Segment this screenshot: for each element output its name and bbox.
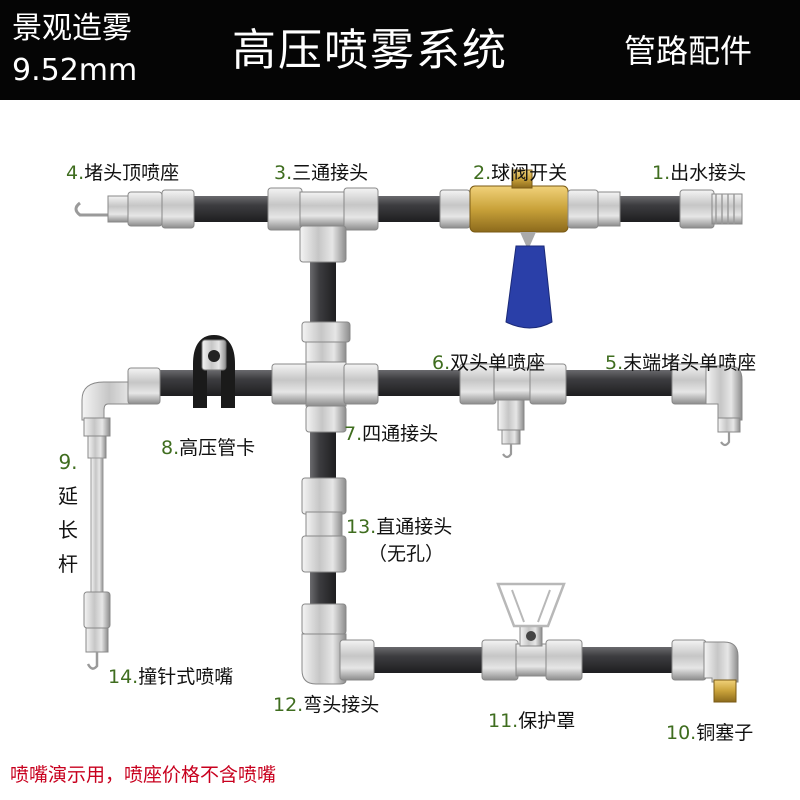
label-extension-rod: 9. 延 长 杆 xyxy=(56,445,80,581)
label-outlet-connector: 1.出水接头 xyxy=(652,158,746,185)
ball-valve-fitting xyxy=(440,170,620,328)
label-plug-top-nozzle-seat: 4.堵头顶喷座 xyxy=(66,158,179,185)
protective-cover-fitting xyxy=(482,584,582,680)
label-ball-valve: 2.球阀开关 xyxy=(473,158,567,185)
label-pipe-clamp: 8.高压管卡 xyxy=(161,433,255,460)
brass-plug-fitting xyxy=(672,640,738,702)
double-head-nozzle-seat-fitting xyxy=(460,364,566,457)
label-protective-cover: 11.保护罩 xyxy=(488,706,575,733)
elbow-connector-fitting xyxy=(302,604,374,684)
end-plug-nozzle-seat-fitting xyxy=(672,364,742,445)
label-tee-fitting: 3.三通接头 xyxy=(274,158,368,185)
cross-fitting xyxy=(272,322,378,432)
label-end-plug-nozzle-seat: 5.末端堵头单喷座 xyxy=(605,348,756,375)
straight-connector-fitting xyxy=(302,478,346,572)
extension-rod-fitting xyxy=(82,368,160,669)
label-straight-connector: 13.直通接头 xyxy=(346,512,452,539)
plug-top-nozzle-seat-fitting xyxy=(76,190,194,228)
label-elbow-connector: 12.弯头接头 xyxy=(273,690,379,717)
label-brass-plug: 10.铜塞子 xyxy=(666,718,753,745)
outlet-connector-fitting xyxy=(680,190,742,228)
label-straight-connector-note: （无孔） xyxy=(368,539,444,566)
label-double-head-nozzle-seat: 6.双头单喷座 xyxy=(432,348,545,375)
label-striker-nozzle: 14.撞针式喷嘴 xyxy=(108,662,233,689)
valve-handle-icon xyxy=(506,246,552,328)
tee-fitting xyxy=(268,188,378,262)
footer-disclaimer: 喷嘴演示用，喷座价格不含喷嘴 xyxy=(10,760,276,787)
label-cross-fitting: 7.四通接头 xyxy=(344,419,438,446)
